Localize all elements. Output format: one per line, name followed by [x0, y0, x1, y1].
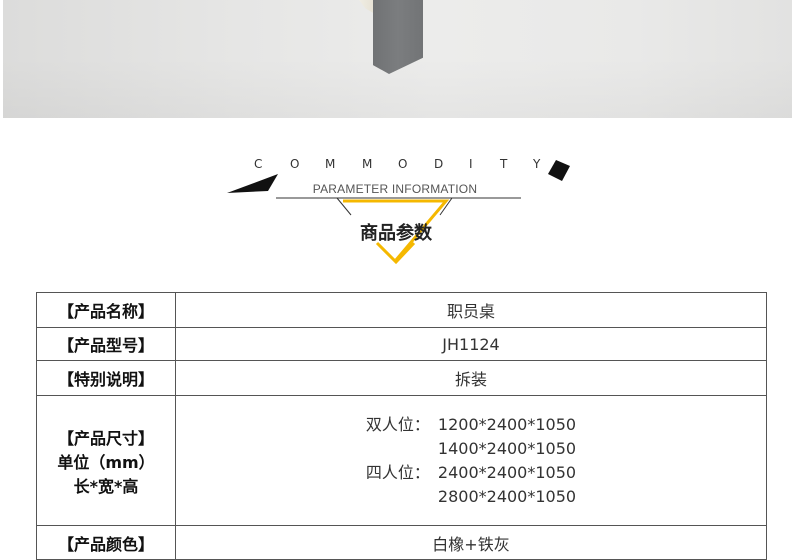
- section-subtitle: PARAMETER INFORMATION: [312, 182, 478, 196]
- table-row: 【特别说明】 拆装: [36, 360, 767, 396]
- size-row: 双人位： 1200*2400*1050: [366, 413, 576, 437]
- param-value: 拆装: [175, 360, 767, 396]
- param-label: 【产品型号】: [36, 327, 176, 361]
- param-value: 职员桌: [175, 292, 767, 328]
- table-row: 【产品型号】 JH1124: [36, 327, 767, 361]
- params-table: 【产品名称】 职员桌 【产品型号】 JH1124 【特别说明】 拆装 【产品尺寸…: [36, 292, 767, 560]
- param-value-sizes: 双人位： 1200*2400*1050 1400*2400*1050 四人位： 24…: [175, 395, 767, 526]
- table-row: 【产品尺寸】 单位（mm） 长*宽*高 双人位： 1200*2400*1050 1…: [36, 395, 767, 526]
- commodity-letter: M: [325, 157, 336, 171]
- section-title: 商品参数: [360, 223, 432, 244]
- param-value: 白橡+铁灰: [175, 525, 767, 560]
- commodity-letter: M: [362, 157, 373, 171]
- param-label-size: 【产品尺寸】 单位（mm） 长*宽*高: [36, 395, 176, 526]
- product-photo: [0, 0, 792, 118]
- size-value: 1200*2400*1050: [437, 414, 577, 434]
- yellow-chevron: [375, 241, 416, 265]
- param-label: 【产品颜色】: [36, 525, 176, 560]
- size-row: 四人位： 2400*2400*1050: [366, 461, 576, 485]
- size-value: 2400*2400*1050: [437, 462, 577, 482]
- yellow-triangle-upper: [343, 199, 450, 261]
- left-wedge-shape: [227, 174, 278, 193]
- size-value: 2800*2400*1050: [437, 486, 577, 506]
- param-value: JH1124: [175, 327, 767, 361]
- size-key: 四人位：: [365, 462, 430, 482]
- param-label: 【特别说明】: [36, 360, 176, 396]
- commodity-letter: I: [469, 157, 473, 171]
- commodity-letter: Y: [533, 157, 541, 171]
- param-label-line: 长*宽*高: [73, 476, 139, 496]
- param-label: 【产品名称】: [36, 292, 176, 328]
- size-key: 双人位：: [365, 414, 430, 434]
- commodity-heading: C O M M O D I T Y: [0, 157, 792, 177]
- size-row: 1400*2400*1050: [366, 437, 576, 461]
- heading-decoration: [227, 160, 570, 265]
- right-diamond-shape: [548, 160, 570, 181]
- commodity-letter: T: [500, 157, 508, 171]
- size-row: 2800*2400*1050: [366, 485, 576, 509]
- param-label-line: 单位（mm）: [57, 452, 155, 472]
- size-value: 1400*2400*1050: [437, 438, 577, 458]
- table-row: 【产品名称】 职员桌: [36, 292, 767, 328]
- commodity-letter: D: [434, 157, 444, 171]
- heading-slant-left: [336, 197, 352, 216]
- heading-slant-right: [439, 197, 453, 216]
- size-list: 双人位： 1200*2400*1050 1400*2400*1050 四人位： 24…: [366, 413, 576, 509]
- commodity-letter: O: [290, 157, 300, 171]
- desk-side-panel: [373, 0, 423, 74]
- commodity-letter: C: [254, 157, 263, 171]
- commodity-letter: O: [398, 157, 408, 171]
- table-row: 【产品颜色】 白橡+铁灰: [36, 525, 767, 560]
- param-label-line: 【产品尺寸】: [57, 428, 154, 448]
